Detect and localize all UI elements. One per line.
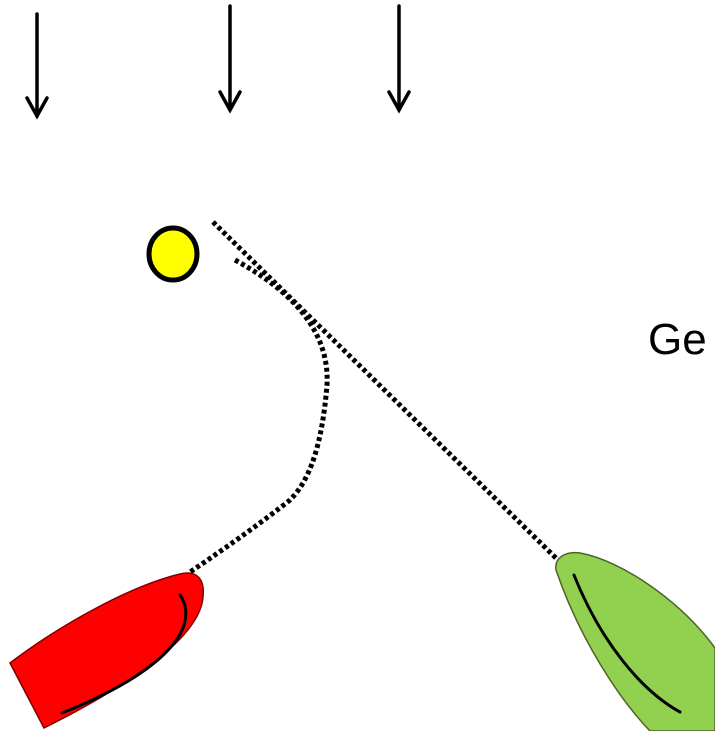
diagram-label: Ge <box>648 315 707 364</box>
wind-arrow-icon <box>25 12 49 120</box>
green-boat-track <box>211 220 562 564</box>
red-boat-icon <box>9 572 204 730</box>
green-boat-icon <box>555 551 715 731</box>
red-boat-track <box>188 257 330 575</box>
mark-buoy-icon <box>146 225 200 283</box>
wind-arrow-icon <box>218 4 242 114</box>
wind-arrow-icon <box>387 4 411 114</box>
wind-arrows <box>25 4 411 120</box>
